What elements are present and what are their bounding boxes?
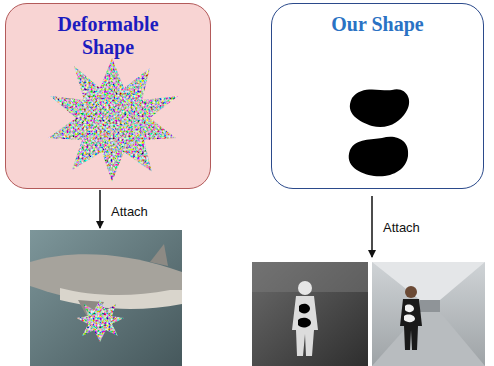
box-title: Our Shape — [323, 13, 433, 36]
arrow-label: Attach — [110, 204, 149, 219]
box-title: Deformable Shape — [53, 13, 163, 59]
arrow-label: Attach — [382, 220, 421, 235]
